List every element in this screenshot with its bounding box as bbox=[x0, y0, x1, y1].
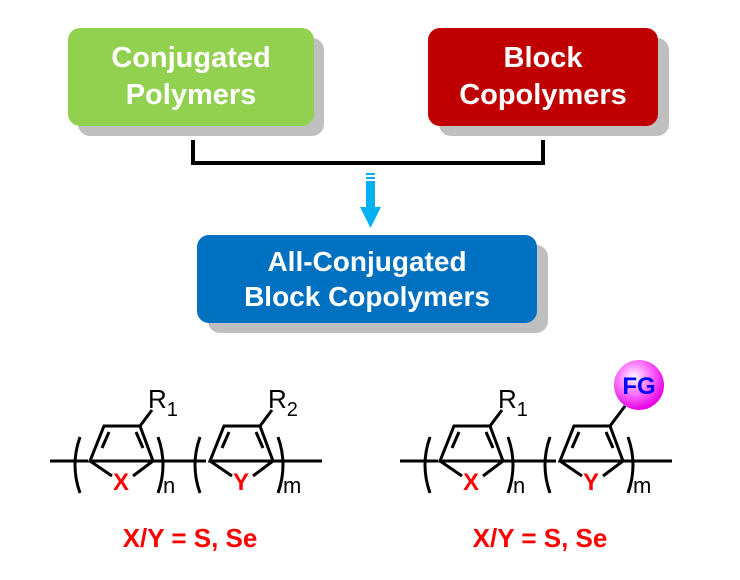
repeat-m-label: m bbox=[633, 473, 651, 498]
box-label-line2: Polymers bbox=[125, 79, 257, 111]
all-conjugated-block-copolymers-box: All-Conjugated Block Copolymers bbox=[197, 235, 537, 323]
heteroatom-y-label: Y bbox=[233, 469, 249, 496]
substituent-r2-label: R2 bbox=[268, 384, 298, 421]
conjugated-polymers-box: Conjugated Polymers bbox=[68, 28, 314, 126]
box-label-line2: Copolymers bbox=[459, 79, 627, 111]
block-copolymers-box: Block Copolymers bbox=[428, 28, 658, 126]
repeat-m-label: m bbox=[283, 473, 301, 498]
caption-1: X/Y = S, Se bbox=[123, 523, 258, 553]
box-label-line1: All-Conjugated bbox=[267, 246, 467, 277]
polymer-structure-1 bbox=[50, 409, 322, 494]
repeat-n-label: n bbox=[163, 473, 175, 498]
polymer-structure-2 bbox=[400, 405, 672, 494]
down-arrow-icon bbox=[360, 173, 381, 228]
caption-2: X/Y = S, Se bbox=[473, 523, 608, 553]
heteroatom-x-label: X bbox=[113, 469, 129, 496]
functional-group-ball bbox=[614, 360, 664, 410]
functional-group-label: FG bbox=[622, 373, 655, 400]
repeat-n-label: n bbox=[513, 473, 525, 498]
heteroatom-y-label: Y bbox=[583, 469, 599, 496]
substituent-r1-label: R1 bbox=[498, 384, 528, 421]
connector-bracket bbox=[191, 140, 545, 165]
box-label-line2: Block Copolymers bbox=[244, 281, 490, 312]
box-label-line1: Block bbox=[503, 42, 583, 74]
substituent-r1-label: R1 bbox=[148, 384, 178, 421]
box-label-line1: Conjugated bbox=[111, 42, 271, 74]
heteroatom-x-label: X bbox=[463, 469, 479, 496]
